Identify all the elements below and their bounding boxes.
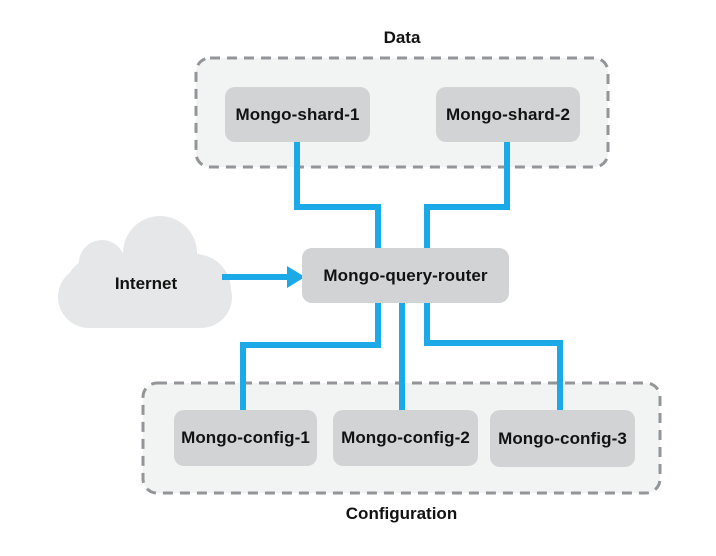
internet-label: Internet: [114, 274, 178, 293]
connector-group: [240, 142, 563, 410]
data-group-label: Data: [383, 28, 421, 47]
configuration-group-label: Configuration: [345, 504, 458, 523]
arrow-internet-to-router: [222, 266, 305, 288]
node-mongo-shard-1: Mongo-shard-1: [225, 87, 370, 142]
node-mongo-config-1: Mongo-config-1: [174, 410, 317, 466]
connector-router-to-config1: [240, 303, 381, 410]
connector-router-to-config3: [424, 303, 563, 410]
internet-cloud: [58, 216, 232, 328]
node-mongo-config-2: Mongo-config-2: [333, 410, 478, 466]
node-mongo-query-router: Mongo-query-router: [302, 248, 509, 303]
connector-shard1-to-router: [294, 142, 381, 248]
node-mongo-config-3: Mongo-config-3: [490, 410, 635, 467]
node-mongo-shard-2: Mongo-shard-2: [436, 87, 580, 142]
connector-shard2-to-router: [424, 142, 510, 248]
